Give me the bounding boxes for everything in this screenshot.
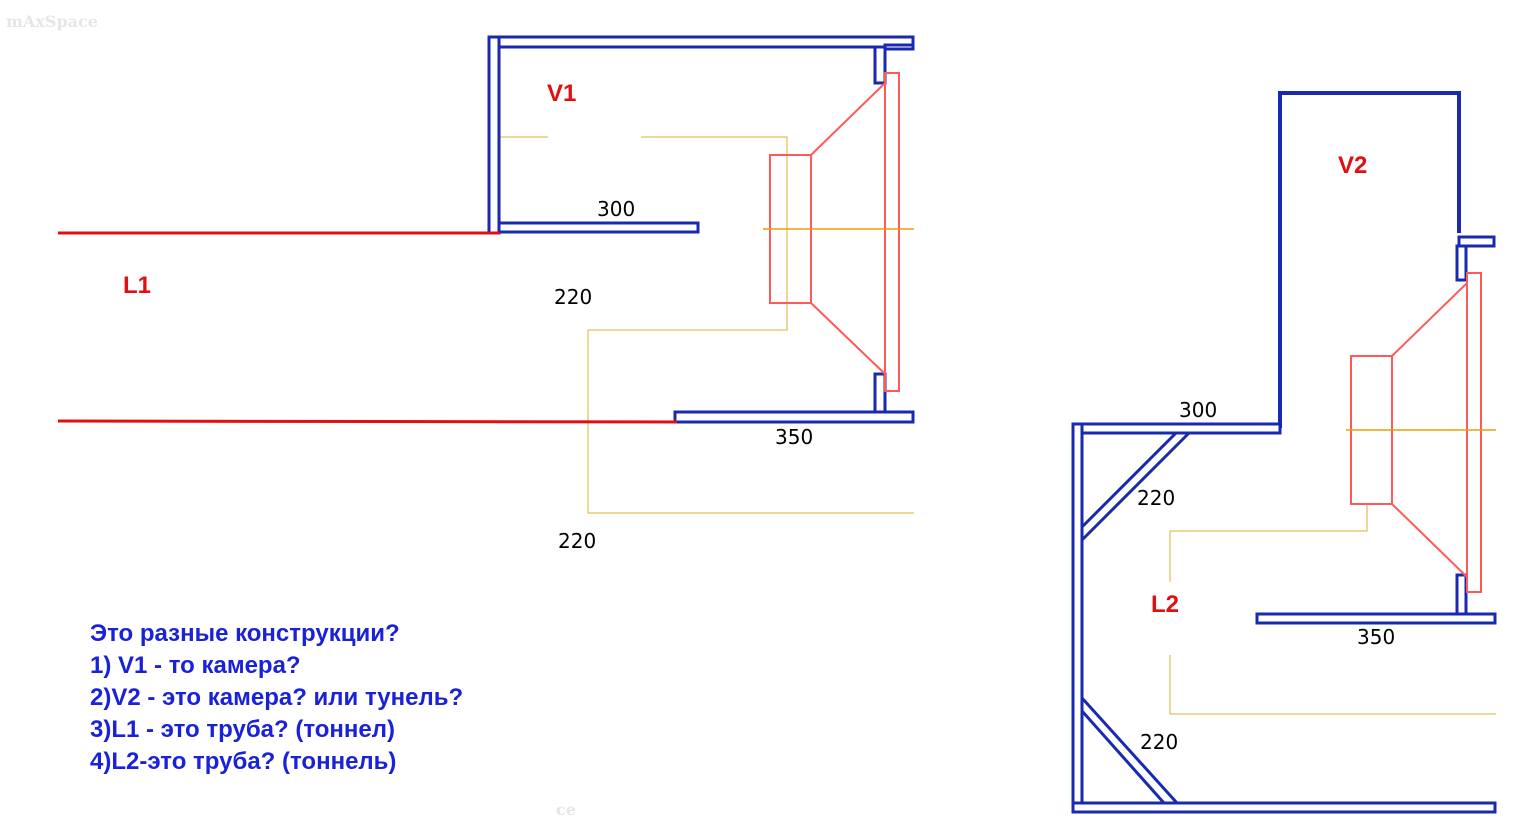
left-driver-frame — [884, 72, 900, 392]
right-chamber-outline — [1278, 91, 1461, 428]
label-l1: L1 — [123, 272, 151, 299]
right-baffle-bottom — [1455, 573, 1468, 616]
left-dim-350: 350 — [775, 425, 813, 449]
watermark-top: mAxSpace — [6, 12, 98, 31]
left-enclosure — [487, 35, 915, 424]
right-dim-300: 300 — [1179, 398, 1217, 422]
question-line: Это разные конструкции? — [90, 620, 400, 647]
right-enclosure — [1071, 235, 1497, 814]
label-l2: L2 — [1151, 591, 1179, 618]
right-dim-220-upper: 220 — [1137, 486, 1175, 510]
left-speaker-driver — [769, 72, 900, 392]
right-design: V2 L2 300 220 350 220 — [1071, 91, 1497, 814]
right-baffle-top — [1455, 244, 1468, 282]
left-design: V1 L1 300 220 350 220 — [57, 35, 915, 553]
right-driver-frame — [1466, 272, 1482, 593]
right-port-upper-panel — [1071, 422, 1282, 435]
left-dim-300: 300 — [597, 197, 635, 221]
question-line: 1) V1 - то камера? — [90, 652, 301, 679]
question-list: Это разные конструкции? 1) V1 - то камер… — [90, 618, 463, 778]
right-guide-lines — [1169, 503, 1496, 715]
left-top-panel — [487, 35, 915, 49]
right-lower-panel — [1255, 612, 1497, 625]
watermark-bottom: ce — [556, 800, 576, 819]
left-baffle-top — [873, 45, 887, 85]
label-v1: V1 — [547, 80, 576, 107]
left-bottom-panel — [673, 410, 915, 424]
left-port-line-lower — [57, 419, 678, 424]
right-back-panel — [1071, 422, 1084, 805]
question-line: 2)V2 - это камера? или тунель? — [90, 684, 464, 711]
right-speaker-driver — [1350, 272, 1482, 593]
question-line: 3)L1 - это труба? (тоннел) — [90, 716, 395, 743]
left-dim-220-lower: 220 — [558, 529, 596, 553]
left-back-panel — [487, 35, 501, 235]
right-braces — [1080, 431, 1191, 805]
right-dim-220-lower: 220 — [1140, 730, 1178, 754]
left-dim-220-upper: 220 — [554, 285, 592, 309]
left-baffle-bottom — [873, 372, 887, 414]
right-dim-350: 350 — [1357, 625, 1395, 649]
right-bottom-panel — [1071, 801, 1497, 814]
left-guide-lines — [499, 136, 914, 514]
question-line: 4)L2-это труба? (тоннель) — [90, 748, 397, 775]
label-v2: V2 — [1338, 152, 1367, 179]
left-top-cap — [883, 43, 915, 51]
right-top-cap — [1457, 235, 1496, 248]
left-port-upper-panel — [497, 221, 700, 234]
